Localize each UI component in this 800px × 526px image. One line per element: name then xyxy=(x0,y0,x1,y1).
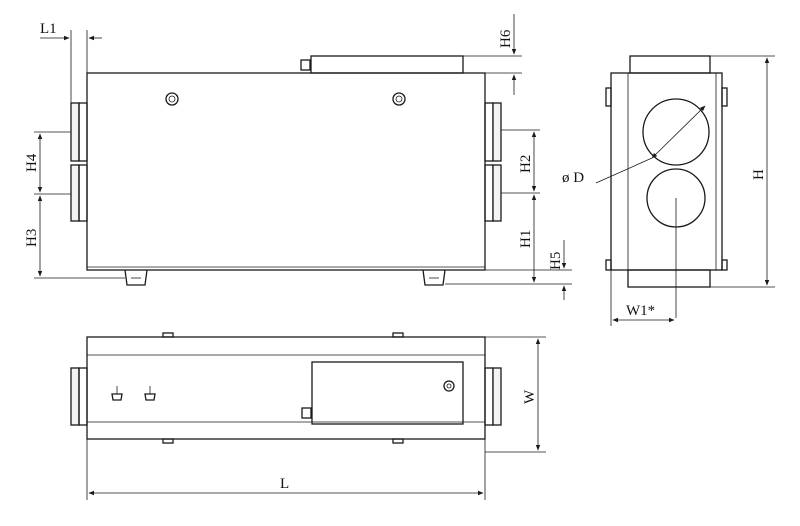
dim-l1: L1 xyxy=(40,21,102,103)
service-box-latch xyxy=(300,59,311,71)
label-h4: H4 xyxy=(24,153,40,172)
mounting-bolt-right xyxy=(392,92,406,106)
top-left-spigot-outer xyxy=(70,367,80,426)
electrical-box xyxy=(311,361,464,425)
dim-w: W xyxy=(485,336,546,453)
mounting-bolt-left xyxy=(165,92,179,106)
dim-h6: H6 xyxy=(463,14,522,95)
right-duct-spigots xyxy=(484,102,502,222)
dim-left-vertical: H4 H3 xyxy=(24,131,125,279)
label-h1: H1 xyxy=(518,230,534,248)
cable-gland-left xyxy=(111,386,123,401)
electrical-box-screw xyxy=(443,380,455,392)
dim-right-vertical: H2 H1 H5 xyxy=(445,129,572,300)
front-main-body xyxy=(86,72,486,271)
side-bottom-box xyxy=(627,269,711,288)
label-h5: H5 xyxy=(548,252,564,270)
label-w1: W1* xyxy=(626,303,655,319)
label-h2: H2 xyxy=(518,155,534,173)
foot-right xyxy=(422,269,446,286)
electrical-box-latch xyxy=(301,407,312,419)
dim-l: L xyxy=(86,439,486,500)
top-service-box xyxy=(310,55,464,74)
label-width: W xyxy=(522,389,538,404)
side-top-box xyxy=(629,55,711,74)
label-height: H xyxy=(751,169,767,180)
label-h6: H6 xyxy=(498,29,514,48)
dim-w1: W1* xyxy=(610,270,675,326)
dim-h: H xyxy=(710,55,775,288)
label-length: L xyxy=(280,476,289,492)
dim-diameter: ø D xyxy=(562,105,706,186)
top-view xyxy=(70,332,502,444)
side-view xyxy=(605,55,728,318)
cable-gland-right xyxy=(144,386,156,401)
front-view xyxy=(70,55,502,286)
duct-circle-top xyxy=(642,98,710,166)
label-diameter: ø D xyxy=(562,170,584,186)
label-h3: H3 xyxy=(24,229,40,247)
left-duct-spigots xyxy=(70,102,88,222)
top-right-spigot-outer xyxy=(492,367,502,426)
foot-left xyxy=(124,269,148,286)
label-l1: L1 xyxy=(40,21,57,37)
